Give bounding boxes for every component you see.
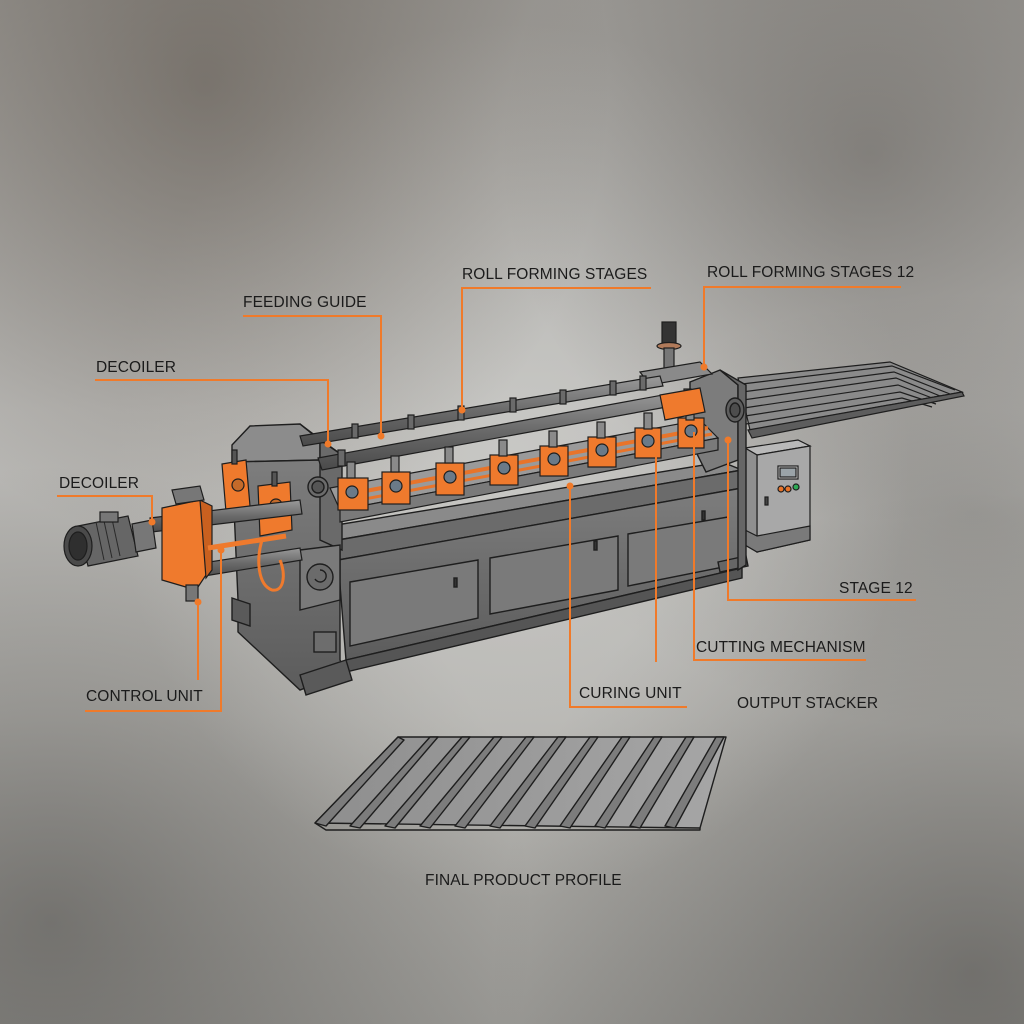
label-feeding-guide: FEEDING GUIDE xyxy=(243,294,367,311)
roll-stations xyxy=(337,387,706,511)
leader-cutting-mechanism xyxy=(693,432,866,661)
leader-roll-forming-stages-12 xyxy=(703,286,901,367)
roll-station-5 xyxy=(539,430,569,477)
label-output-stacker: OUTPUT STACKER xyxy=(737,695,879,712)
leader-control-unit-a xyxy=(85,550,222,712)
leader-curing-unit xyxy=(569,486,687,708)
roll-station-1 xyxy=(337,461,369,511)
control-cabinet xyxy=(743,439,812,554)
label-roll-forming-stages-12: ROLL FORMING STAGES 12 xyxy=(707,264,915,281)
machine-base xyxy=(316,461,749,673)
label-stage-12: STAGE 12 xyxy=(839,580,913,597)
label-decoiler-lower: DECOILER xyxy=(59,475,140,492)
label-final-product-profile: FINAL PRODUCT PROFILE xyxy=(425,872,622,889)
roll-station-3 xyxy=(435,446,465,496)
leader-decoiler-lower xyxy=(57,495,153,522)
label-roll-forming-stages: ROLL FORMING STAGES xyxy=(462,266,648,283)
label-decoiler-upper: DECOILER xyxy=(96,359,177,376)
roll-station-2 xyxy=(381,455,411,505)
roll-station-4 xyxy=(489,439,519,486)
leader-decoiler-upper xyxy=(95,379,329,444)
label-control-unit: CONTROL UNIT xyxy=(86,688,203,705)
label-curing-unit: CURING UNIT xyxy=(579,685,682,702)
roll-station-6 xyxy=(587,421,617,468)
decoiler-assembly xyxy=(63,485,303,602)
leader-roll-forming-stages xyxy=(461,287,651,410)
label-cutting-mechanism: CUTTING MECHANISM xyxy=(696,639,866,656)
leader-stage-12 xyxy=(727,440,916,601)
leader-feeding-guide xyxy=(243,315,382,436)
